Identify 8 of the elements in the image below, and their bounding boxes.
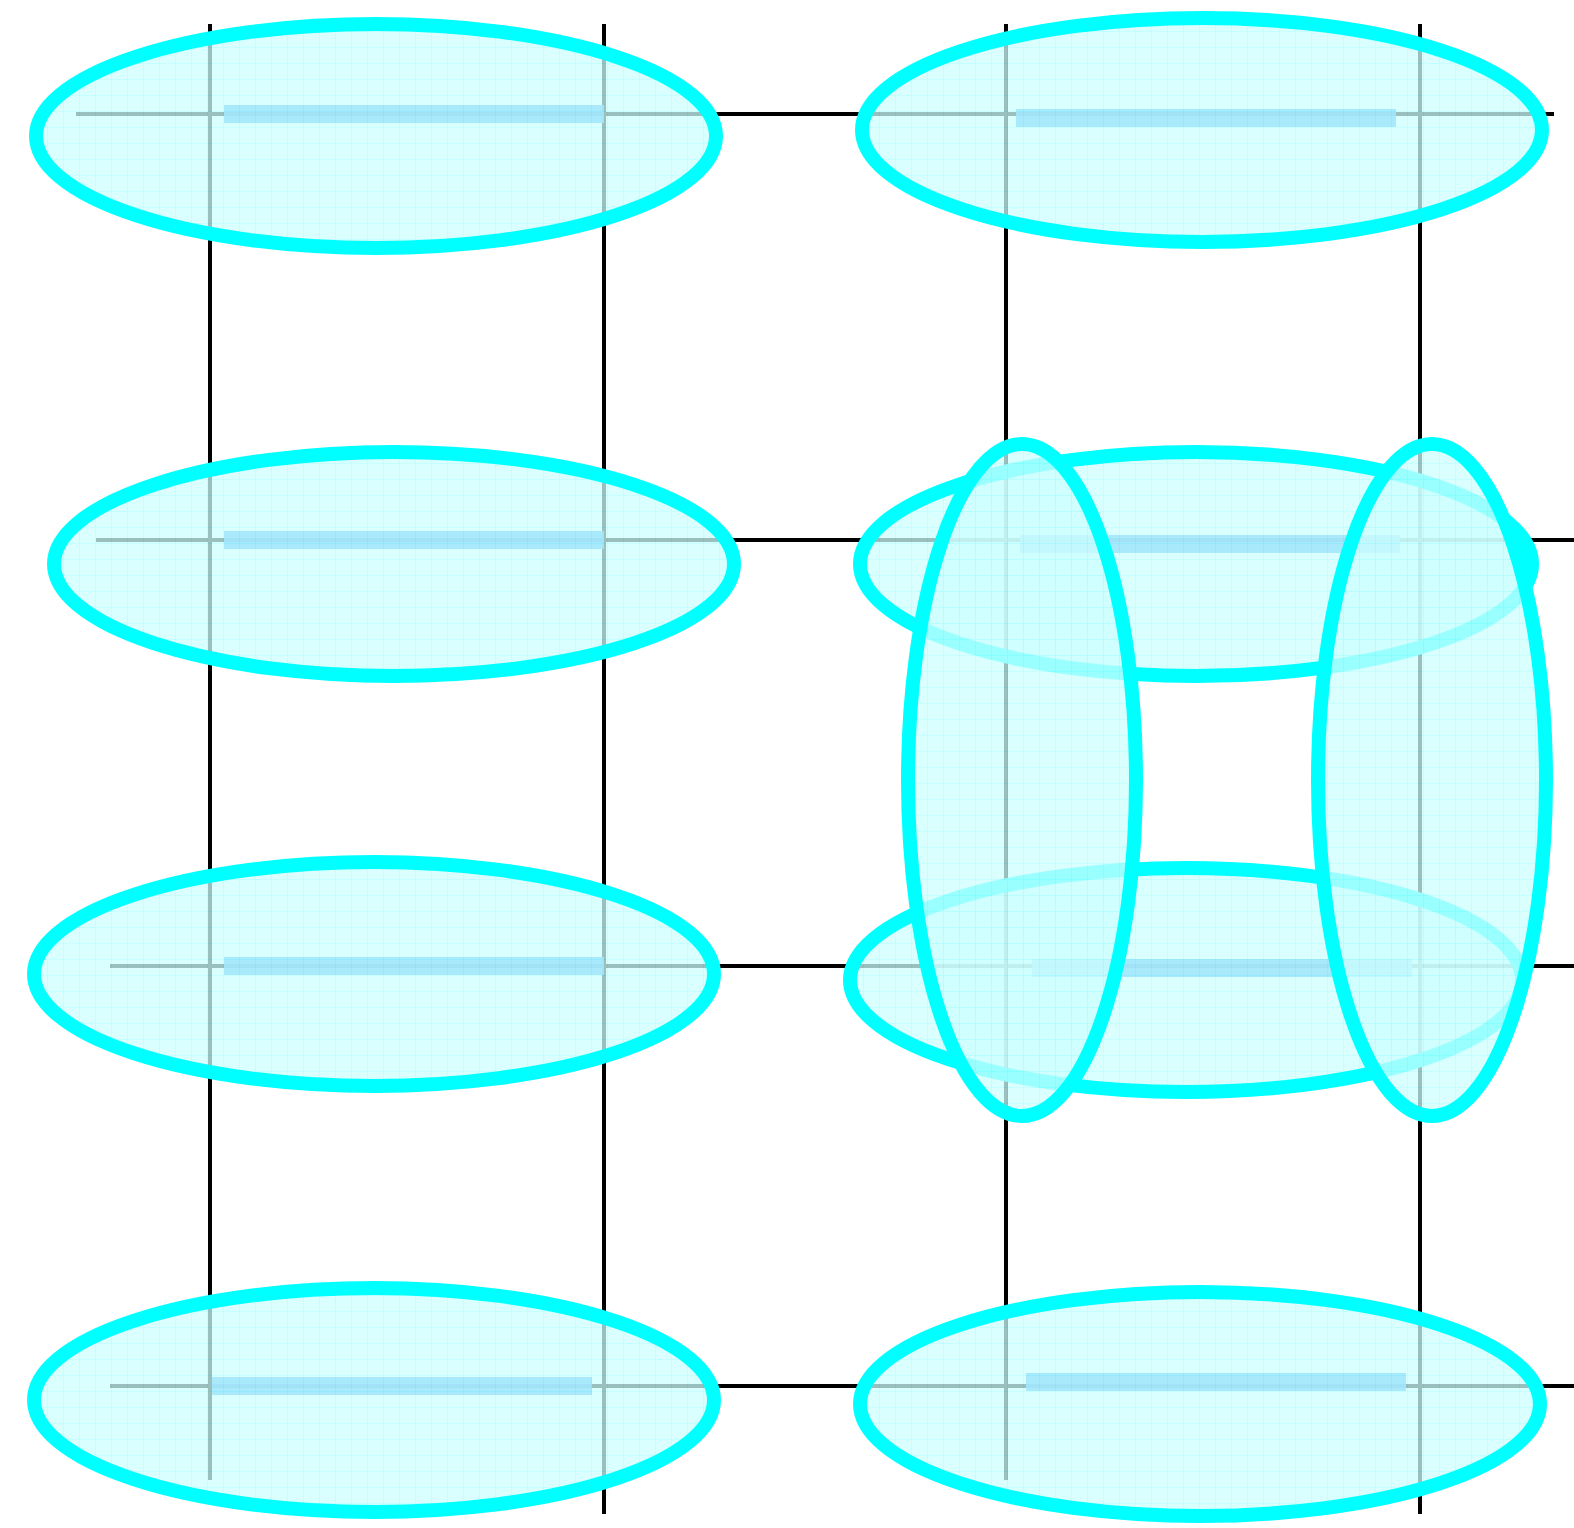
ellipse	[27, 855, 721, 1093]
ellipse	[853, 1285, 1547, 1523]
ellipse	[29, 17, 723, 255]
ellipse	[47, 445, 741, 683]
ellipse	[1311, 437, 1553, 1123]
ellipse	[27, 1281, 721, 1519]
ellipse	[855, 11, 1549, 249]
ellipse	[901, 437, 1143, 1123]
